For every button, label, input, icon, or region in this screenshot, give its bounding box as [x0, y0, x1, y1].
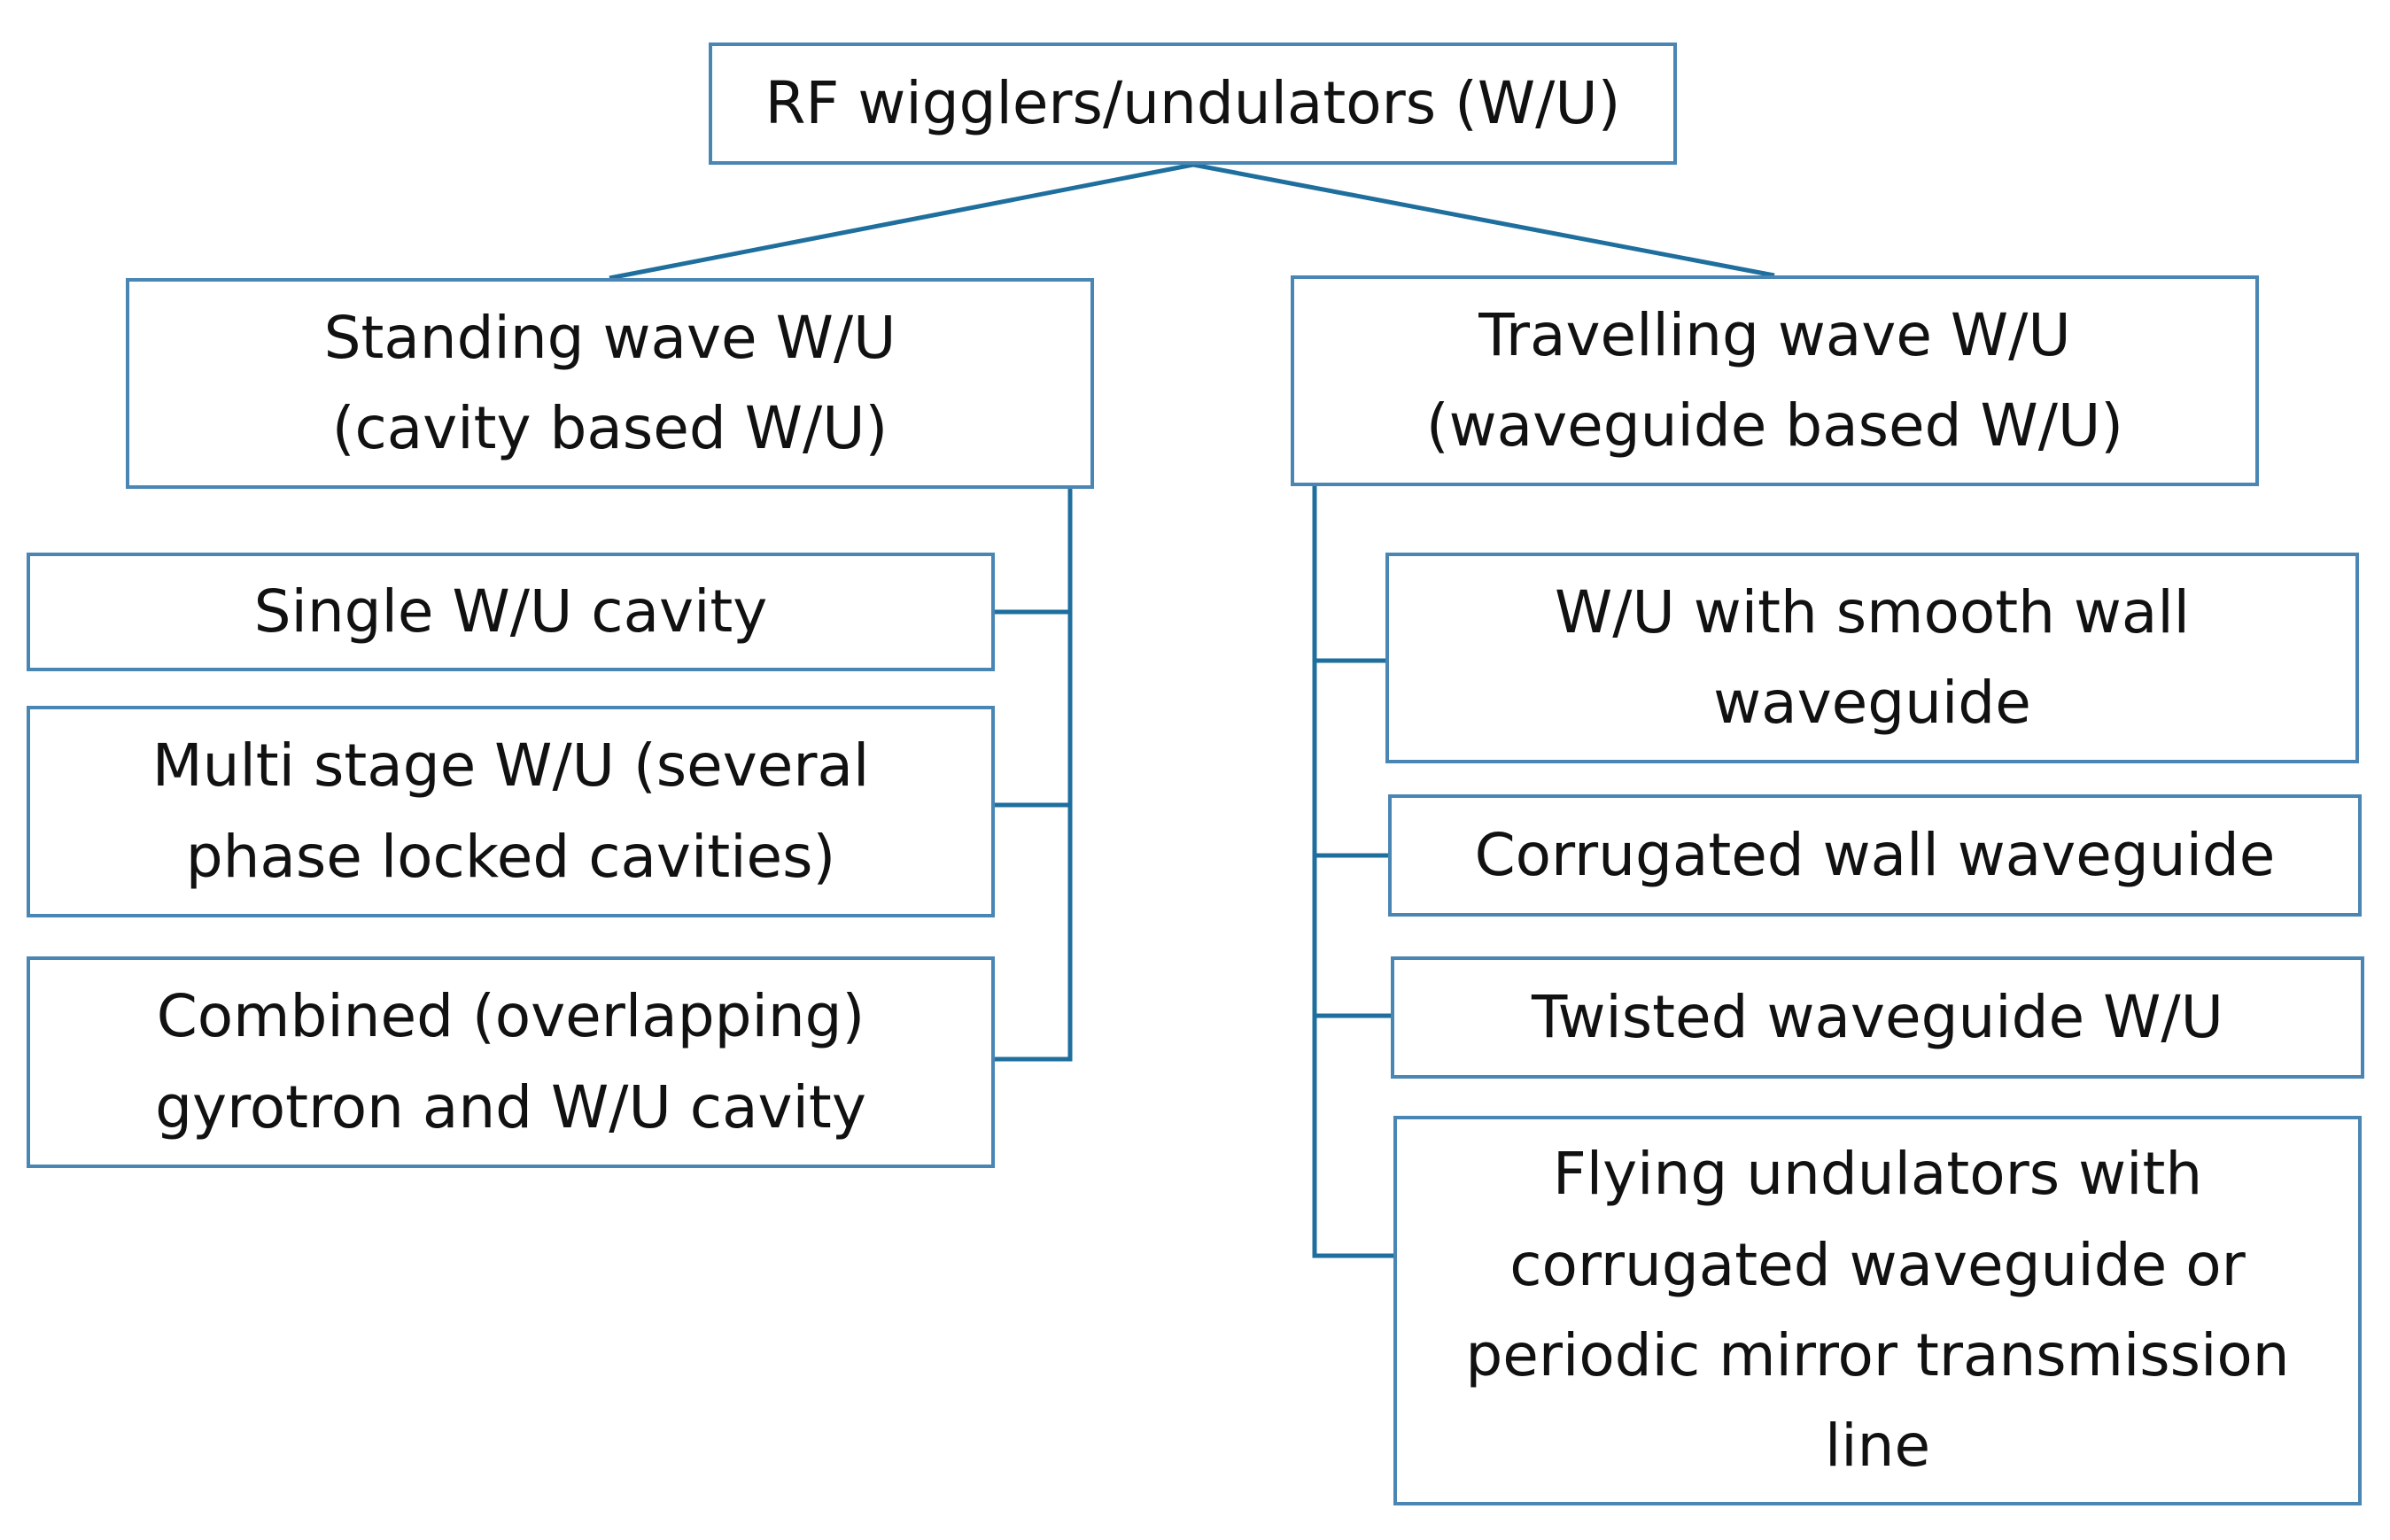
root-node: RF wigglers/undulators (W/U)	[709, 43, 1677, 165]
travelling-wave-node: Travelling wave W/U (waveguide based W/U…	[1291, 275, 2259, 486]
root-to-standing-connector	[609, 162, 1194, 281]
single-cavity-node: Single W/U cavity	[27, 553, 995, 671]
combined-gyrotron-node: Combined (overlapping) gyrotron and W/U …	[27, 956, 995, 1168]
flying-undulators-label: Flying undulators with corrugated wavegu…	[1465, 1140, 2290, 1481]
flying-undulators-node: Flying undulators with corrugated wavegu…	[1393, 1116, 2362, 1505]
smooth-wall-label: W/U with smooth wall waveguide	[1554, 577, 2190, 737]
multi-stage-node: Multi stage W/U (several phase locked ca…	[27, 706, 995, 917]
standing-branch-spine	[995, 489, 1073, 1062]
travelling-branch-spine	[1312, 486, 1393, 1258]
multi-stage-label: Multi stage W/U (several phase locked ca…	[151, 731, 870, 891]
combined-gyrotron-label: Combined (overlapping) gyrotron and W/U …	[155, 982, 866, 1141]
standing-wave-node: Standing wave W/U (cavity based W/U)	[126, 278, 1094, 489]
root-to-travelling-connector	[1192, 162, 1775, 278]
smooth-wall-node: W/U with smooth wall waveguide	[1385, 553, 2359, 763]
twisted-waveguide-label: Twisted waveguide W/U	[1532, 982, 2223, 1051]
root-node-label: RF wigglers/undulators (W/U)	[764, 68, 1621, 137]
corrugated-wall-node: Corrugated wall waveguide	[1388, 794, 2362, 917]
travelling-wave-label: Travelling wave W/U (waveguide based W/U…	[1425, 300, 2124, 460]
twisted-waveguide-node: Twisted waveguide W/U	[1391, 956, 2364, 1079]
corrugated-wall-label: Corrugated wall waveguide	[1474, 820, 2276, 889]
single-cavity-label: Single W/U cavity	[253, 577, 768, 646]
standing-wave-label: Standing wave W/U (cavity based W/U)	[323, 303, 896, 462]
